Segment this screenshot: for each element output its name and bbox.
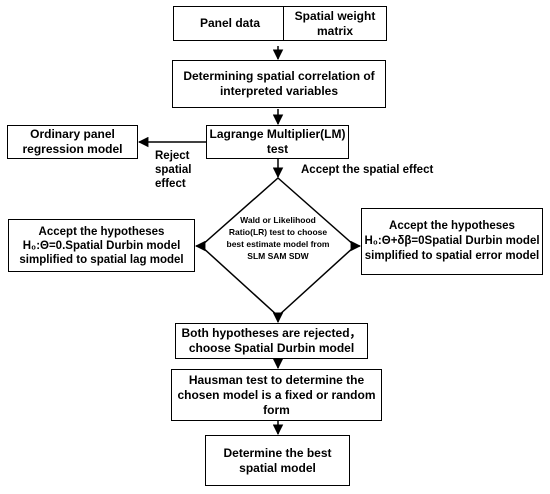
accept-lag-hypothesis-box: Accept the hypotheses H₀:Θ=0.Spatial Dur… [8,219,195,272]
reject-spatial-effect-label: Reject spatial effect [155,150,192,190]
determining-correlation-box: Determining spatial correlation of inter… [172,60,386,108]
spatial-weight-matrix-box: Spatial weight matrix [283,6,387,41]
ordinary-panel-regression-box: Ordinary panel regression model [7,125,138,159]
best-spatial-model-box: Determine the best spatial model [205,435,350,486]
lm-test-box: Lagrange Multiplier(LM) test [206,125,349,159]
wald-lr-test-text: Wald or Likelihood Ratio(LR) test to cho… [226,215,330,261]
panel-data-box: Panel data [173,6,287,41]
accept-spatial-effect-label: Accept the spatial effect [301,164,434,176]
both-rejected-box: Both hypotheses are rejected，choose Spat… [175,323,368,359]
hausman-test-box: Hausman test to determine the chosen mod… [171,369,382,421]
accept-error-hypothesis-box: Accept the hypotheses H₀:Θ+δβ=0Spatial D… [361,208,543,275]
